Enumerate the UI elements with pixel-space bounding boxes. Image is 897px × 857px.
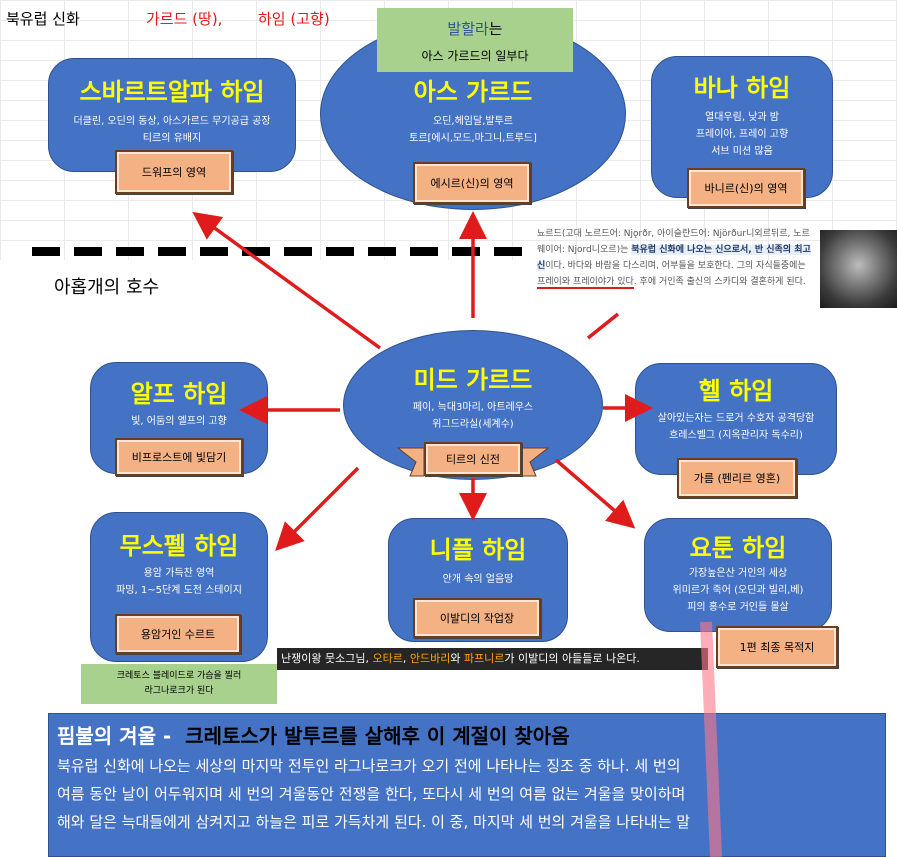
caption-part-b: , [402,652,410,665]
tag-vanaheim: 바니르(신)의 영역 [687,168,805,208]
realm-title: 무스펠 하임 [119,532,239,560]
realm-desc: 토르[에시,모드,마그니,트루드] [409,133,537,144]
valhalla-name: 발할라 [447,20,489,38]
realm-title: 헬 하임 [698,377,774,405]
realm-desc: 살아있는자는 드로거 수호자 공격당함 [657,413,815,424]
header-heim-meaning: 하임 (고향) [258,10,330,28]
realm-title: 스바르트알파 하임 [79,78,265,106]
arrow-to-jotunheim [554,458,636,529]
fimbul-sep: - [155,724,179,748]
tag-alfheim: 비프로스트에 빛담기 [115,438,243,476]
realm-desc: 프레이아, 프레이 고향 [695,129,789,140]
njord-quote: 뇨르드(고대 노르드어: Njǫrðr, 아이슬란드어: Njörður니외르뒤… [537,226,815,290]
njord-quote-part3: . 후에 거인족 출신의 스카디와 결혼하게 된다. [633,277,806,287]
realm-desc: 빛, 어둠의 엘프의 고향 [131,416,227,427]
realm-title: 아스 가르드 [413,78,533,106]
realm-desc: 더클린, 오딘의 동상, 아스가르드 무기공급 공장 [73,116,271,127]
realm-desc: 티르의 유배지 [142,133,202,144]
realm-desc: 열대우림, 낮과 밤 [705,112,779,123]
njord-image [820,230,897,308]
caption-part-a: 난쟁이왕 뭇소그님, [281,652,373,665]
realm-desc: 페이, 늑대3마리, 아트레우스 [412,402,534,413]
fimbul-line3: 해와 달은 늑대들에게 삼켜지고 하늘은 피로 가득차게 된다. 이 중, 마지… [57,813,691,831]
dashed-boundary-line [32,247,528,256]
caption-fafnir: 파프니르 [463,652,505,665]
realm-desc: 위그드라실(세계수) [432,419,514,430]
header-title: 북유럽 신화 [6,10,80,28]
header-gard-meaning: 가르드 (땅), [146,10,223,28]
realm-title: 니플 하임 [429,536,527,564]
fimbul-line1: 북유럽 신화에 나오는 세상의 마지막 전투인 라그나로크가 오기 전에 나타나… [57,757,681,775]
surtr-note: 크레토스 블레이드로 가슴을 찔러 라그나로크가 된다 [81,664,277,704]
realm-desc: 피의 홍수로 거인들 몰살 [687,602,789,613]
tag-niflheim: 이발디의 작업장 [413,598,541,638]
tag-midgard: 티르의 신전 [424,442,522,476]
njord-quote-part1: 뇨르드(고대 노르드어: Njǫrðr, 아이슬란드어: Njörður니외르뒤… [537,229,810,255]
caption-otr: 오타르 [372,652,403,665]
realm-desc: 흐레스벨그 (지옥관리자 독수리) [669,430,803,441]
tag-jotunheim: 1편 최종 목적지 [716,626,838,668]
tag-asgard: 에시르(신)의 영역 [413,162,531,204]
realm-title: 요툰 하임 [689,534,787,562]
fimbul-line2: 여름 동안 날이 어두워지며 세 번의 겨울동안 전쟁을 한다, 또다시 세 번… [57,785,686,803]
realm-desc: 가장높은산 거인의 세상 [688,568,788,579]
lake-label: 아홉개의 호수 [54,277,160,298]
tag-helheim: 가름 (펜리르 영혼) [677,458,797,498]
realm-helheim: 헬 하임 살아있는자는 드로거 수호자 공격당함 흐레스벨그 (지옥관리자 독수… [635,363,837,475]
fimbul-title: 핌불의 겨울 [57,724,156,748]
caption-part-d: 가 이발디의 아들들로 나온다. [504,652,640,665]
fimbulwinter-box: 핌불의 겨울 - 크레토스가 발투르를 살해후 이 계절이 찾아옴 북유럽 신화… [48,713,886,857]
realm-desc: 안개 속의 얼음땅 [442,574,514,585]
caption-andvari: 안드바리 [409,652,451,665]
surtr-note-line1: 크레토스 블레이드로 가슴을 찔러 [116,671,242,681]
arrow-to-vanaheim-partial [586,312,620,340]
realm-desc: 위미르가 죽어 (오딘과 빌리,베) [672,585,804,596]
realm-desc: 오딘,헤임달,발투르 [433,116,513,127]
tag-muspelheim: 용암거인 수르트 [115,614,241,654]
realm-jotunheim: 요툰 하임 가장높은산 거인의 세상 위미르가 죽어 (오딘과 빌리,베) 피의… [644,518,832,632]
realm-title: 알프 하임 [130,380,228,408]
valhalla-note: 발할라는 아스 가르드의 일부다 [377,8,573,72]
surtr-note-line2: 라그나로크가 된다 [144,686,214,696]
fimbul-subtitle: 크레토스가 발투르를 살해후 이 계절이 찾아옴 [185,724,570,748]
dwarf-caption: 난쟁이왕 뭇소그님, 오타르, 안드바리와 파프니르가 이발디의 아들들로 나온… [277,648,708,670]
realm-title: 바나 하임 [693,74,791,102]
njord-quote-part2: 이다. 바다와 바람을 다스리며, 어부들을 보호한다. 그의 자식들중에는 [545,261,806,271]
valhalla-suffix: 는 [488,20,503,38]
valhalla-line2: 아스 가르드의 일부다 [421,49,529,63]
realm-desc: 파밍, 1~5단계 도전 스테이지 [116,585,242,596]
tag-svartalfheim: 드워프의 영역 [115,150,233,194]
njord-quote-underlined: 프레이와 프레이야가 있다 [537,277,634,289]
arrow-to-muspelheim [275,466,360,551]
realm-title: 미드 가르드 [413,366,533,394]
caption-part-c: 와 [450,652,464,665]
realm-desc: 용암 가득찬 영역 [143,568,215,579]
realm-desc: 서브 미션 많음 [711,146,773,157]
